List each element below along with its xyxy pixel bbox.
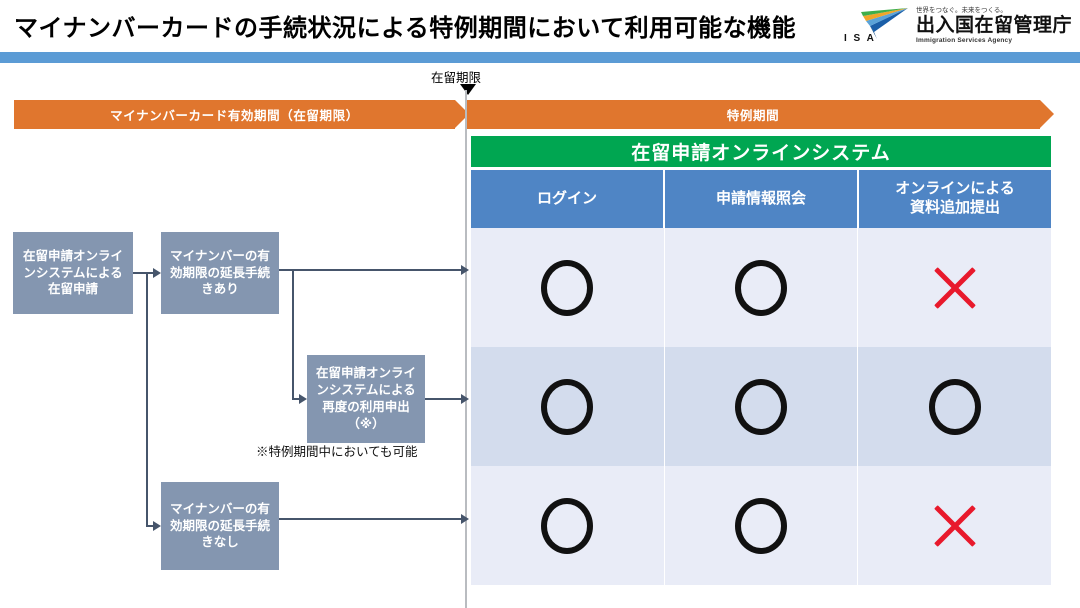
connector-arrowhead [461, 265, 469, 275]
cell-info-row2 [665, 347, 859, 466]
cell-submission-row3 [858, 466, 1051, 585]
box-application: 在留申請オンラインシステムによる在留申請 [13, 232, 133, 314]
agency-name-ja: 出入国在留管理庁 [915, 15, 1072, 37]
connector-arrowhead [153, 268, 161, 278]
connector-into-box4 [146, 525, 155, 527]
box-reapply: 在留申請オンラインシステムによる再度の利用申出（※） [307, 355, 425, 443]
column-header-application-info: 申請情報照会 [665, 170, 859, 228]
feature-table: ログイン 申請情報照会 オンラインによる 資料追加提出 [471, 170, 1051, 585]
circle-ok-icon [735, 497, 787, 554]
column-header-online-submission-line1: オンラインによる [895, 180, 1015, 198]
table-header-row: ログイン 申請情報照会 オンラインによる 資料追加提出 [471, 170, 1051, 228]
box-extended-no: マイナンバーの有効期限の延長手続きなし [161, 482, 279, 570]
agency-tagline: 世界をつなぐ。未来をつくる。 [915, 6, 1007, 14]
system-bar-label: 在留申請オンラインシステム [631, 143, 891, 164]
circle-ok-icon [541, 378, 594, 435]
connector-branch-down-to-box3 [292, 269, 294, 400]
circle-ok-icon [928, 378, 981, 435]
connector-into-box3 [292, 398, 301, 400]
cell-info-row3 [665, 466, 859, 585]
cell-info-row1 [665, 228, 859, 347]
circle-ok-icon [541, 259, 594, 316]
column-header-online-submission-line2: 資料追加提出 [909, 199, 1000, 216]
connector-box2-to-row1 [279, 269, 464, 271]
agency-logo-text: 世界をつなぐ。未来をつくる。 出入国在留管理庁 Immigration Serv… [915, 6, 1072, 45]
cell-login-row3 [471, 466, 665, 585]
table-row [471, 466, 1051, 585]
circle-ok-icon [541, 497, 594, 554]
system-bar: 在留申請オンラインシステム [471, 136, 1051, 167]
column-header-login: ログイン [471, 170, 665, 228]
band-special-period-label: 特例期間 [726, 109, 780, 123]
isa-mark-svg [860, 8, 908, 39]
page-title: マイナンバーカードの手続状況による特例期間において利用可能な機能 [14, 15, 797, 42]
isa-paper-plane-icon: I S A [844, 6, 910, 46]
cross-x-icon [932, 265, 978, 311]
table-row [471, 228, 1051, 347]
table-row [471, 347, 1051, 466]
deadline-marker-icon [460, 84, 476, 95]
band-card-validity: マイナンバーカード有効期間（在留期限） [14, 100, 469, 129]
cross-x-icon [932, 503, 978, 549]
footnote-special-period: ※特例期間中においても可能 [256, 445, 418, 459]
box-extended-yes: マイナンバーの有効期限の延長手続きあり [161, 232, 279, 314]
connector-box1-box2 [133, 272, 155, 274]
cell-submission-row1 [858, 228, 1051, 347]
column-header-online-submission: オンラインによる 資料追加提出 [859, 170, 1051, 228]
agency-name-en: Immigration Services Agency [915, 36, 1013, 44]
cell-submission-row2 [858, 347, 1051, 466]
cell-login-row2 [471, 347, 665, 466]
timeline-divider [465, 90, 467, 608]
connector-arrowhead [299, 394, 307, 404]
band-special-period: 特例期間 [466, 100, 1054, 129]
circle-ok-icon [735, 259, 787, 316]
deadline-label: 在留期限 [431, 71, 482, 85]
connector-branch-down-to-box4 [146, 272, 148, 526]
connector-box4-to-row3 [279, 518, 464, 520]
circle-ok-icon [735, 378, 787, 435]
isa-acronym: I S A [843, 33, 876, 44]
cell-login-row1 [471, 228, 665, 347]
connector-arrowhead [461, 394, 469, 404]
header-rule [0, 52, 1080, 63]
agency-logo: I S A 世界をつなぐ。未来をつくる。 出入国在留管理庁 Immigratio… [844, 4, 1072, 48]
connector-arrowhead [153, 521, 161, 531]
connector-box3-to-row2 [425, 398, 464, 400]
connector-arrowhead [461, 514, 469, 524]
band-card-validity-label: マイナンバーカード有効期間（在留期限） [110, 109, 359, 123]
